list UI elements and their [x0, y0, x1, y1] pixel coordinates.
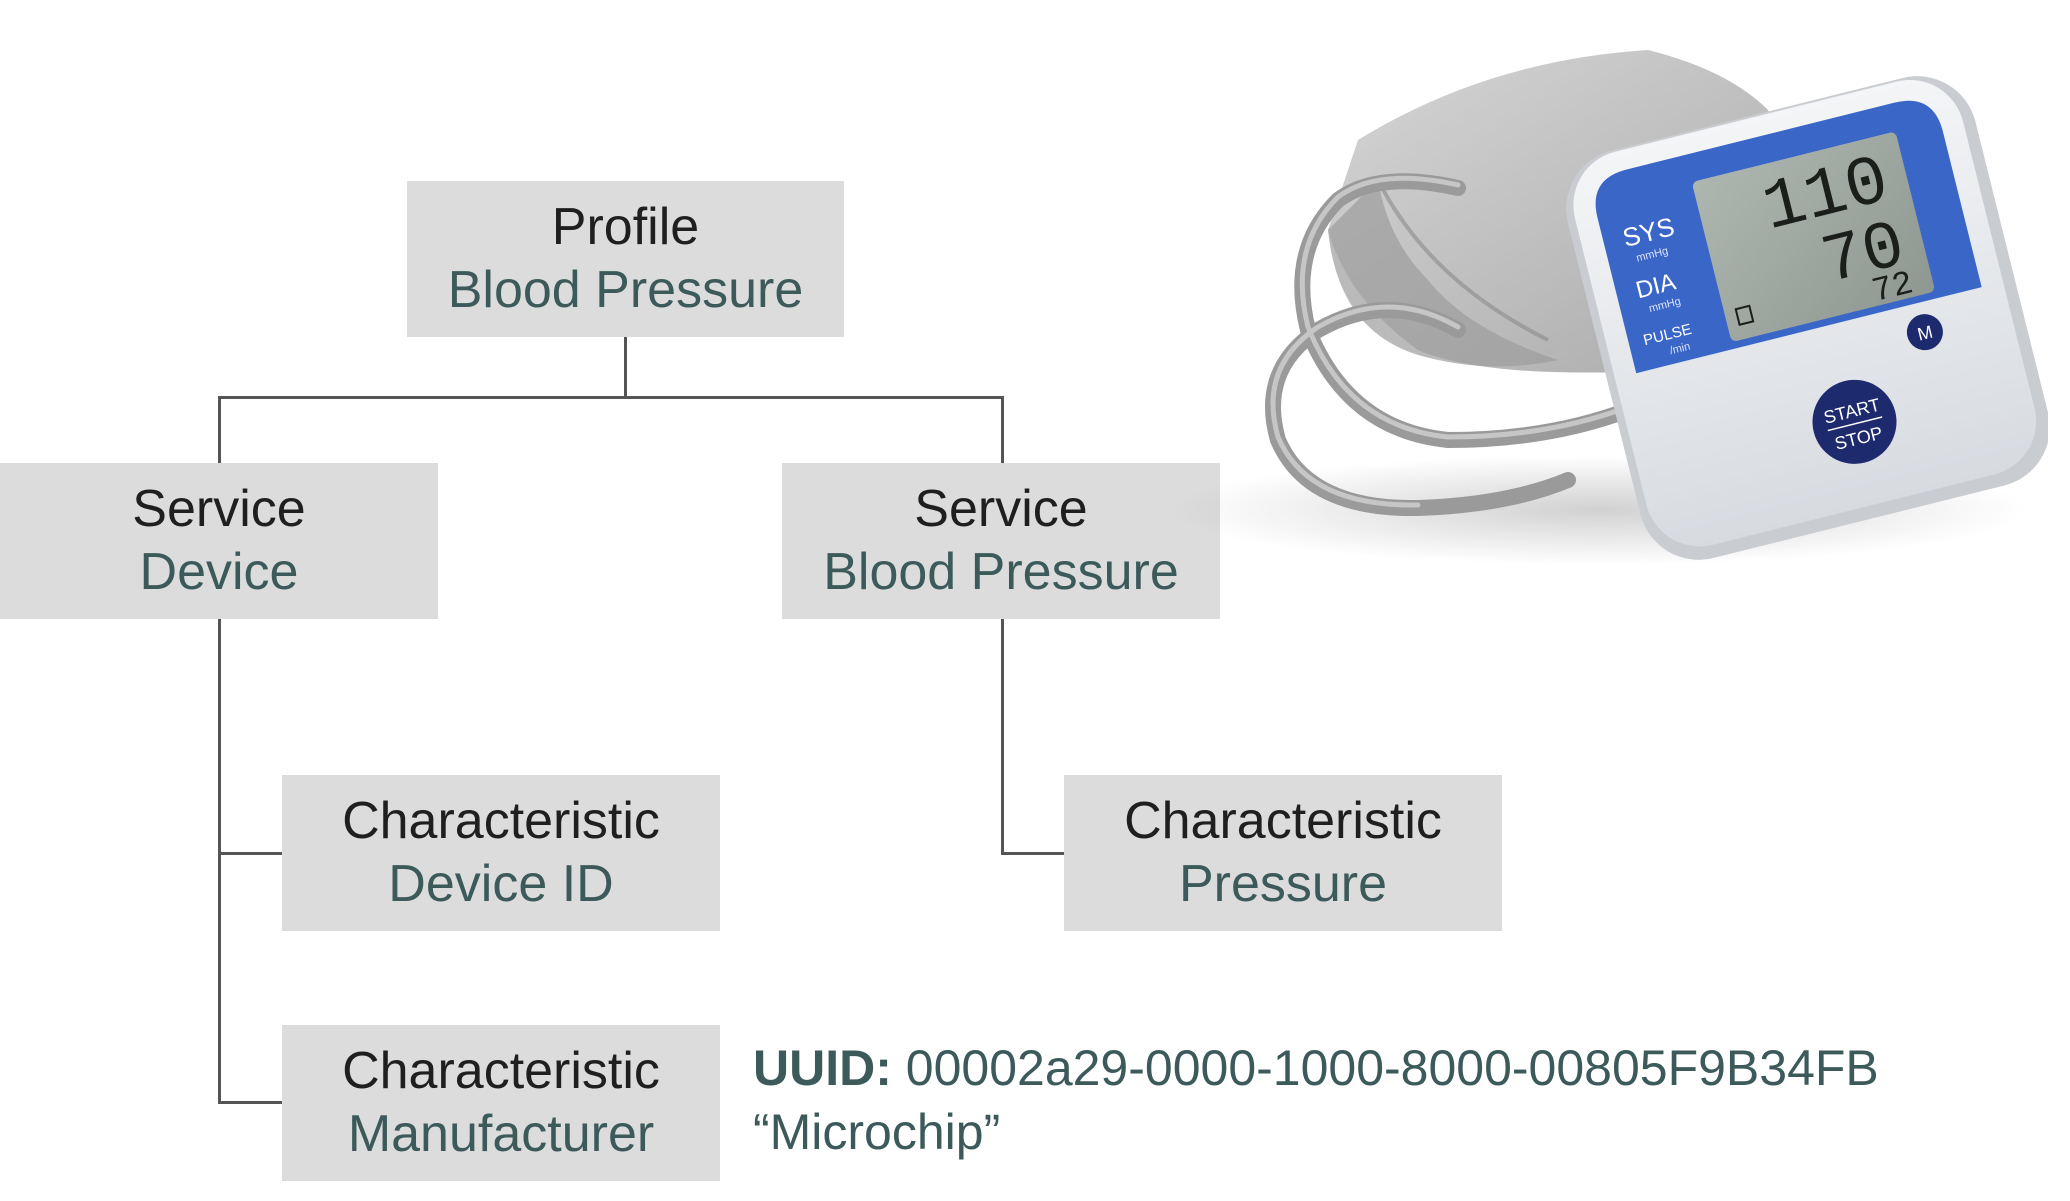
- connector-to-device-service: [218, 396, 221, 464]
- dia-value: 70: [1815, 208, 1913, 302]
- connector-profile-down: [624, 336, 627, 398]
- char-manufacturer-kind-label: Characteristic: [342, 1041, 660, 1100]
- connector-to-pressure: [1001, 852, 1065, 855]
- service-device-kind-label: Service: [132, 479, 306, 538]
- pulse-unit: /min: [1669, 341, 1692, 358]
- profile-name-label: Blood Pressure: [447, 261, 804, 319]
- service-bp-kind-label: Service: [914, 479, 1088, 538]
- connector-services-bar: [218, 396, 1004, 399]
- char-manufacturer-name-label: Manufacturer: [347, 1105, 655, 1163]
- connector-to-device-id: [218, 852, 282, 855]
- monitor-body: SYS mmHg DIA mmHg PULSE /min 110 70 72 S…: [1566, 76, 2048, 560]
- characteristic-manufacturer-node: Characteristic Manufacturer: [282, 1025, 720, 1181]
- connector-device-trunk: [218, 618, 221, 1104]
- profile-kind-label: Profile: [551, 197, 700, 256]
- uuid-label: UUID:: [753, 1040, 892, 1096]
- connector-to-bp-service: [1001, 396, 1004, 464]
- blood-pressure-monitor-image: SYS mmHg DIA mmHg PULSE /min 110 70 72 S…: [1168, 50, 2048, 565]
- characteristic-device-id-node: Characteristic Device ID: [282, 775, 720, 931]
- uuid-line: UUID: 00002a29-0000-1000-8000-00805F9B34…: [753, 1036, 1879, 1100]
- uuid-annotation: UUID: 00002a29-0000-1000-8000-00805F9B34…: [753, 1036, 1879, 1164]
- memory-button[interactable]: M: [1903, 310, 1947, 354]
- start-stop-button[interactable]: START STOP: [1804, 371, 1906, 473]
- service-device-node: Service Device: [0, 463, 438, 619]
- char-pressure-kind-label: Characteristic: [1124, 791, 1442, 850]
- manufacturer-string-value: “Microchip”: [753, 1104, 1001, 1160]
- char-device-id-name-label: Device ID: [388, 855, 614, 913]
- connector-to-manufacturer: [218, 1101, 282, 1104]
- profile-node: Profile Blood Pressure: [407, 181, 844, 337]
- service-bp-name-label: Blood Pressure: [823, 543, 1179, 601]
- char-pressure-name-label: Pressure: [1178, 855, 1388, 913]
- lcd-screen: [1692, 132, 1935, 341]
- service-blood-pressure-node: Service Blood Pressure: [782, 463, 1220, 619]
- memory-label: M: [1915, 322, 1934, 345]
- characteristic-pressure-node: Characteristic Pressure: [1064, 775, 1502, 931]
- char-device-id-kind-label: Characteristic: [342, 791, 660, 850]
- connector-bp-trunk: [1001, 618, 1004, 855]
- service-device-name-label: Device: [139, 543, 299, 601]
- uuid-value: 00002a29-0000-1000-8000-00805F9B34FB: [905, 1040, 1879, 1096]
- heart-indicator-icon: [1734, 304, 1755, 326]
